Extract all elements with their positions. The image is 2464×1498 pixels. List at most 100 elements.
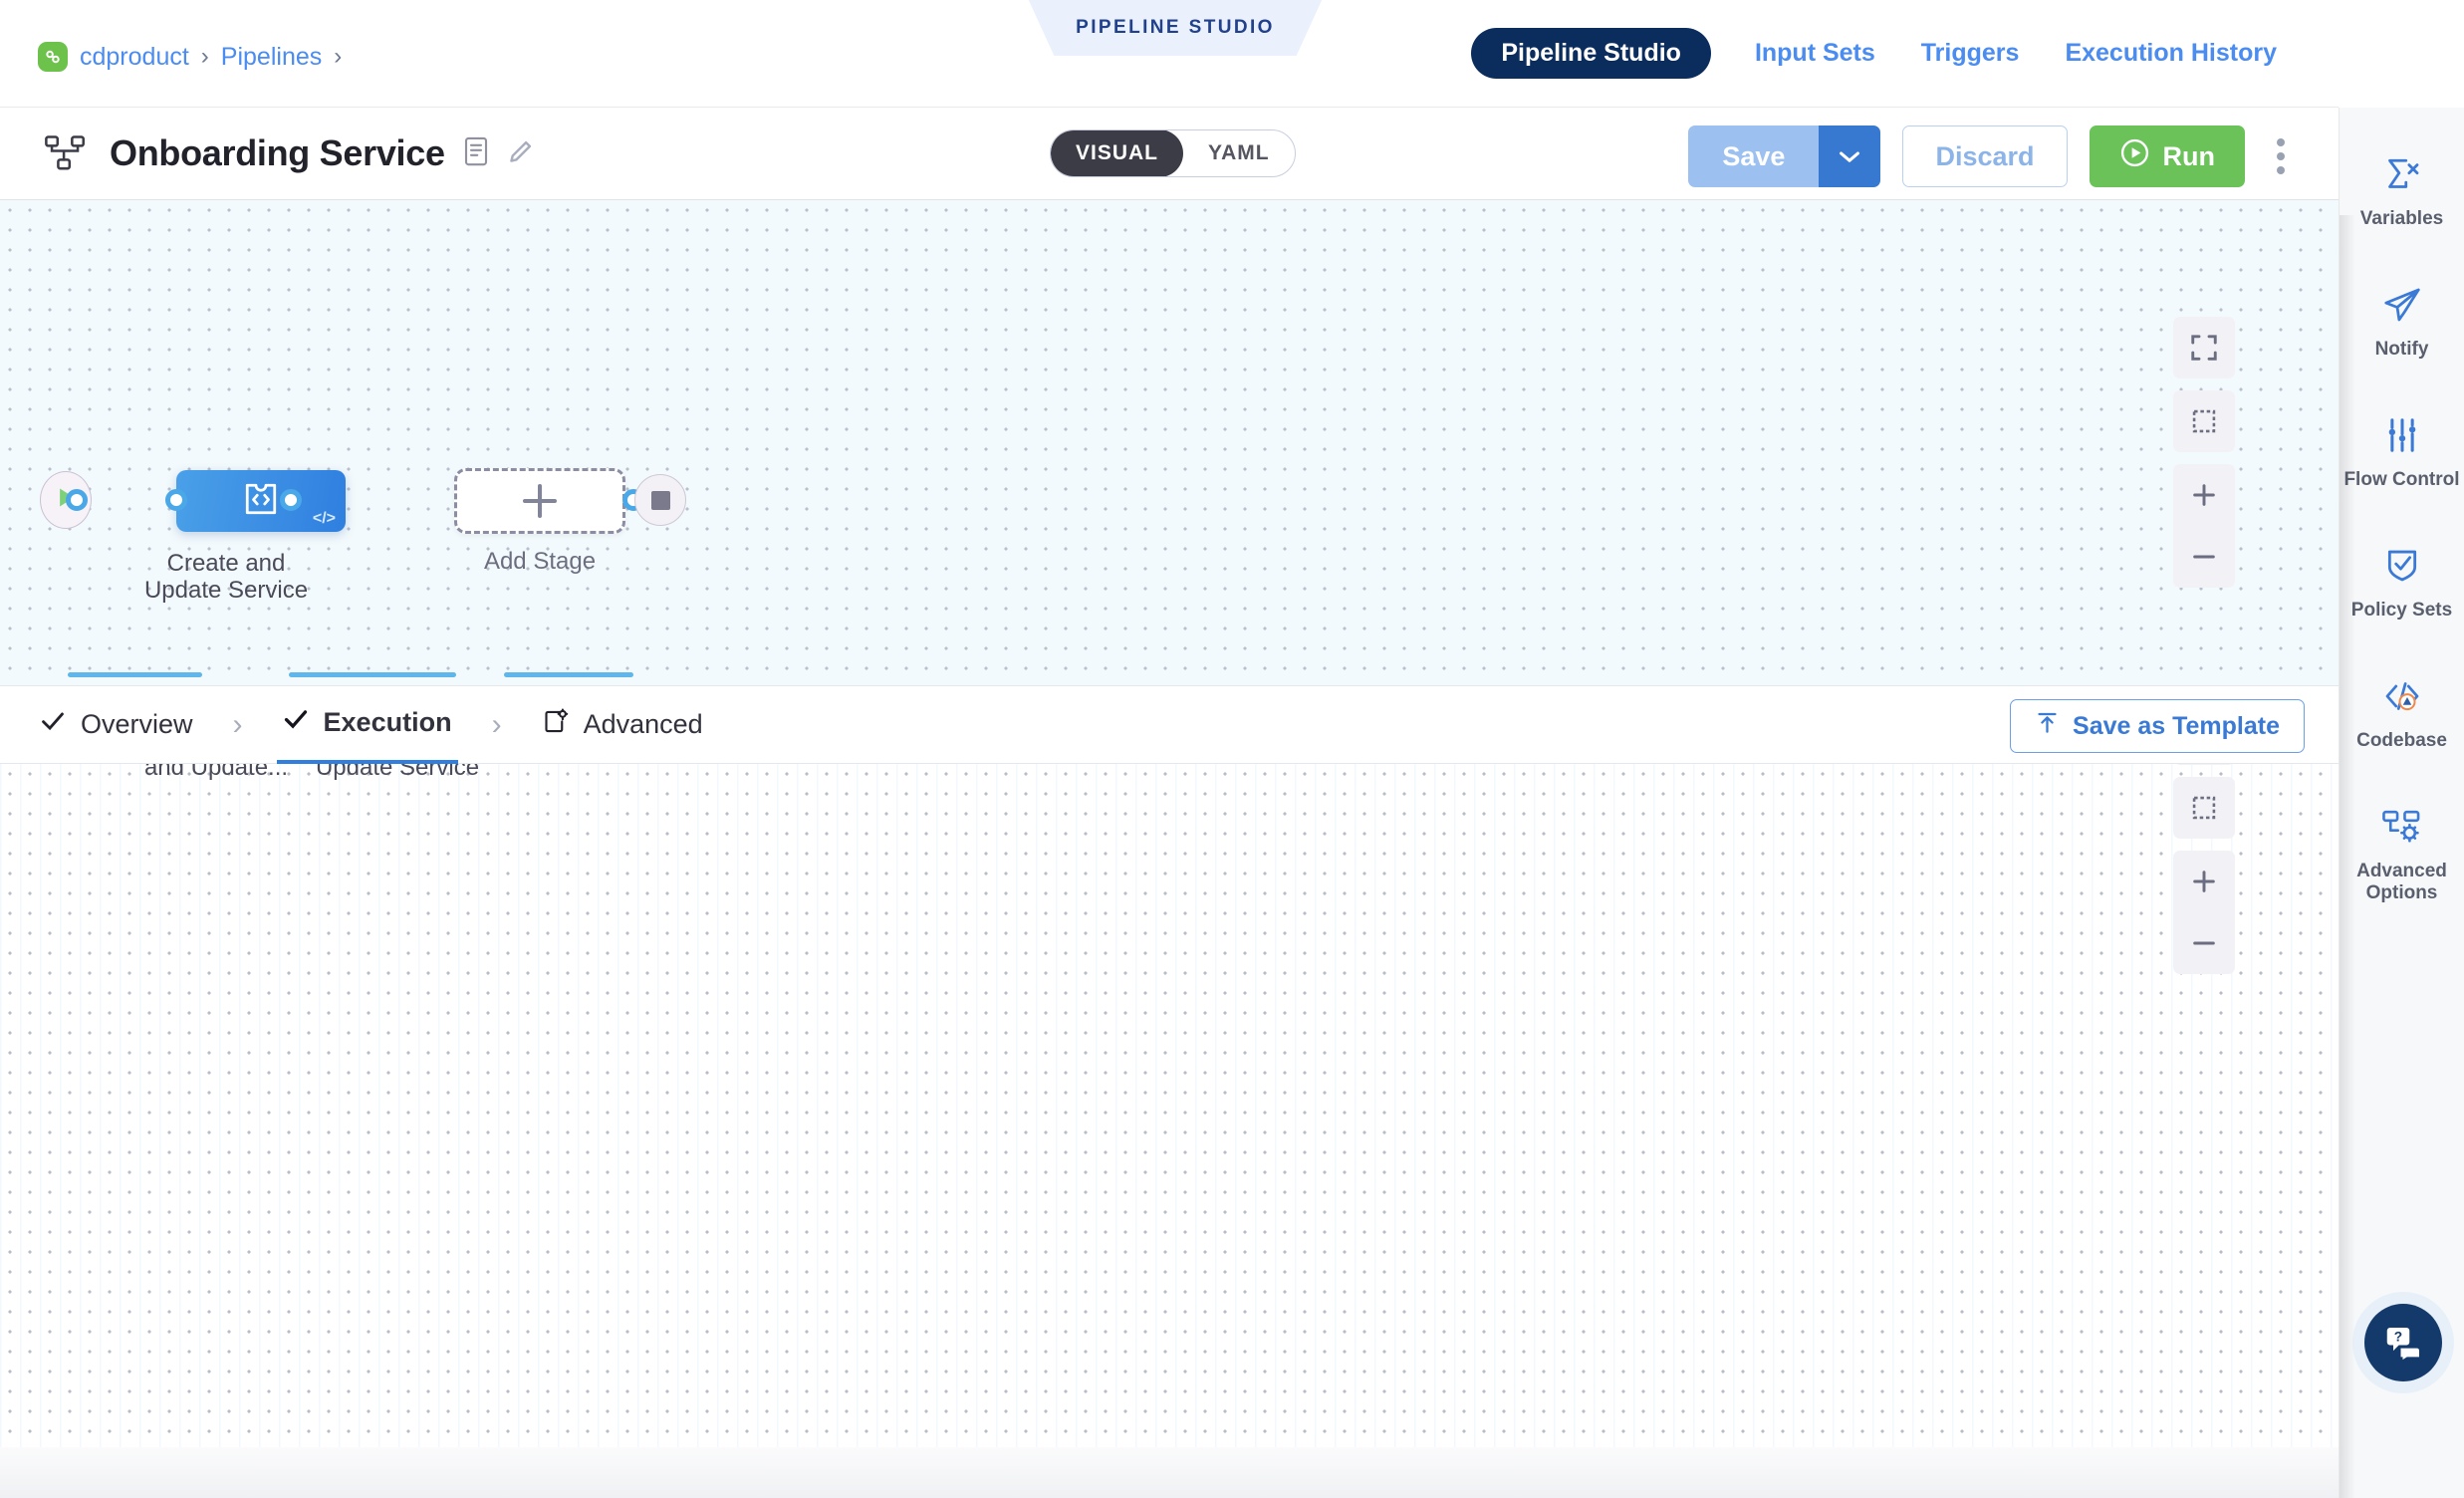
stage-tabs-strip: Overview › Execution › Advanced [0, 685, 2339, 764]
rail-label-advanced-options: Advanced Options [2356, 861, 2447, 904]
fit-to-screen-icon-2[interactable] [2173, 764, 2235, 765]
step-1-label: Service Create and Update... [92, 764, 341, 782]
toggle-option-yaml[interactable]: YAML [1208, 141, 1270, 164]
pipeline-gear-icon [2381, 808, 2423, 851]
canvas-bottom-edge [0, 1447, 2339, 1498]
svg-text:?: ? [2394, 1329, 2402, 1344]
step-1-label-line2: and Update... [143, 764, 289, 781]
stage-graph-canvas[interactable]: </> Create and Update Service Add Stage [0, 200, 2339, 685]
breadcrumb-separator: › [200, 43, 209, 70]
zoom-out-button[interactable] [2173, 526, 2235, 588]
shield-check-icon [2383, 547, 2421, 590]
rail-item-notify[interactable]: Notify [2340, 286, 2464, 361]
tab-chevron-2: › [491, 707, 502, 741]
run-button-label: Run [2162, 140, 2215, 171]
title-actions: Save Discard Run [1688, 125, 2295, 187]
chevron-down-icon[interactable] [1819, 125, 1881, 187]
sliders-icon [2383, 416, 2421, 459]
rail-item-codebase[interactable]: Codebase [2340, 677, 2464, 752]
step-2-label: Create and Update Service [273, 764, 522, 782]
dashed-selection-icon-2[interactable] [2173, 777, 2235, 839]
sigma-variables-icon [2382, 155, 2422, 198]
save-as-template-button[interactable]: Save as Template [2010, 699, 2305, 753]
rail-item-flow-control[interactable]: Flow Control [2340, 416, 2464, 491]
paper-plane-icon [2382, 286, 2422, 329]
rail-label-codebase: Codebase [2356, 730, 2447, 752]
stage-node-input-port[interactable] [165, 489, 187, 511]
tab-overview-label: Overview [81, 709, 193, 739]
breadcrumb-item-pipelines[interactable]: Pipelines [220, 42, 323, 71]
pencil-icon[interactable] [507, 137, 535, 170]
right-rail: Variables Notify Flow Control [2339, 108, 2464, 1498]
step-graph-canvas[interactable]: </> Service Create and Update... </> Cre… [0, 764, 2339, 1447]
stage-node-label-line1: Create and [166, 550, 286, 577]
tab-advanced[interactable]: Advanced [536, 685, 709, 764]
pipeline-studio-banner: PIPELINE STUDIO [1028, 0, 1323, 56]
save-as-template-label: Save as Template [2073, 711, 2280, 740]
visual-yaml-toggle: VISUAL YAML [1050, 129, 1296, 177]
stage-node-label-line2: Update Service [143, 576, 309, 604]
tab-execution-label: Execution [323, 707, 452, 737]
pipeline-title-bar: Onboarding Service VISUAL YAML Save [0, 108, 2339, 200]
nav-tab-execution-history[interactable]: Execution History [2065, 39, 2277, 67]
toggle-option-visual[interactable]: VISUAL [1051, 130, 1184, 176]
step-2-label-line2: Update Service [315, 764, 480, 781]
zoom-in-button[interactable] [2173, 464, 2235, 526]
breadcrumb-separator-2: › [334, 43, 343, 70]
stage-connector-1 [68, 672, 202, 677]
dashed-selection-icon[interactable] [2173, 390, 2235, 452]
save-split-button: Save [1688, 125, 1881, 187]
advanced-gear-icon [542, 708, 569, 742]
stage-connector-2 [289, 672, 456, 677]
breadcrumb: cdproduct › Pipelines › [38, 42, 342, 72]
stage-yaml-badge: </> [312, 510, 336, 527]
rail-label-notify: Notify [2374, 339, 2429, 361]
nav-tabs: Pipeline Studio Input Sets Triggers Exec… [1471, 28, 2279, 79]
page-title: Onboarding Service [110, 132, 445, 173]
pipeline-studio-banner-label: PIPELINE STUDIO [1076, 17, 1275, 38]
breadcrumb-item-cdproduct[interactable]: cdproduct [80, 42, 189, 71]
play-circle-icon [2119, 137, 2150, 175]
rail-item-variables[interactable]: Variables [2340, 155, 2464, 230]
check-icon [283, 706, 309, 739]
zoom-in-button-2[interactable] [2173, 851, 2235, 912]
check-icon [40, 708, 66, 741]
tab-overview[interactable]: Overview [34, 685, 199, 764]
discard-button[interactable]: Discard [1902, 125, 2068, 187]
step-canvas-controls [2173, 764, 2235, 974]
stage-node-output-port[interactable] [280, 489, 302, 511]
custom-stage-code-icon [241, 479, 281, 524]
tab-chevron-1: › [232, 707, 243, 741]
harness-module-icon [38, 42, 68, 72]
nav-tab-triggers[interactable]: Triggers [1920, 39, 2020, 67]
rail-label-flow-control: Flow Control [2343, 469, 2460, 491]
add-stage-button[interactable] [454, 468, 625, 534]
help-chat-icon[interactable]: ? [2364, 1304, 2442, 1381]
upload-template-icon [2035, 710, 2060, 742]
top-bar: cdproduct › Pipelines › PIPELINE STUDIO … [0, 0, 2339, 108]
code-warning-icon [2382, 677, 2422, 720]
zoom-controls-2 [2173, 851, 2235, 974]
tab-advanced-label: Advanced [583, 709, 703, 739]
kebab-menu-icon[interactable] [2267, 130, 2295, 182]
stage-canvas-controls [2173, 317, 2235, 588]
stage-start-port[interactable] [66, 489, 88, 511]
fit-to-screen-icon[interactable] [2173, 317, 2235, 378]
rail-item-policy-sets[interactable]: Policy Sets [2340, 547, 2464, 622]
zoom-out-button-2[interactable] [2173, 912, 2235, 974]
rail-label-variables: Variables [2359, 208, 2444, 229]
nav-tab-pipeline-studio[interactable]: Pipeline Studio [1471, 28, 1711, 79]
document-icon[interactable] [463, 136, 489, 171]
run-button[interactable]: Run [2089, 125, 2245, 187]
pipeline-hierarchy-icon [44, 134, 88, 172]
stage-connector-3 [504, 672, 633, 677]
rail-label-policy-sets: Policy Sets [2350, 600, 2453, 622]
zoom-controls [2173, 464, 2235, 588]
stage-node-create-and-update-service[interactable]: </> [176, 470, 346, 532]
rail-item-advanced-options[interactable]: Advanced Options [2340, 808, 2464, 904]
nav-tab-input-sets[interactable]: Input Sets [1754, 39, 1875, 67]
save-button[interactable]: Save [1688, 125, 1820, 187]
add-stage-label: Add Stage [483, 548, 597, 575]
tab-execution[interactable]: Execution [276, 685, 458, 764]
